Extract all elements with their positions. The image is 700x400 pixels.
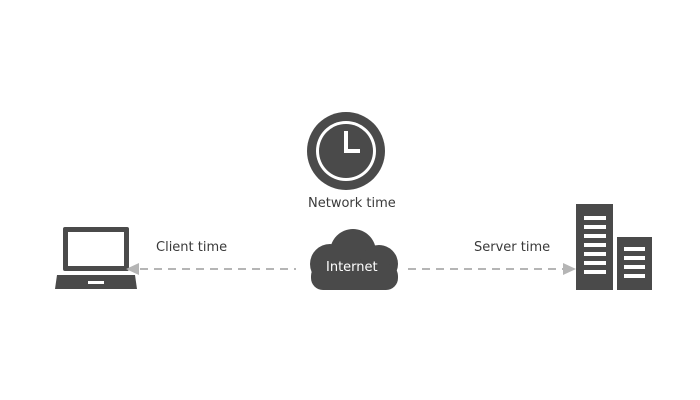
server-icon (576, 204, 652, 290)
client-time-label: Client time (156, 240, 228, 255)
server-arrow (408, 263, 576, 275)
internet-label: Internet (326, 260, 378, 275)
cloud-icon (310, 229, 398, 290)
server-time-label: Server time (474, 240, 551, 255)
network-time-label: Network time (308, 196, 396, 211)
laptop-icon (55, 227, 137, 289)
clock-icon (307, 112, 385, 190)
client-arrow (126, 263, 296, 275)
